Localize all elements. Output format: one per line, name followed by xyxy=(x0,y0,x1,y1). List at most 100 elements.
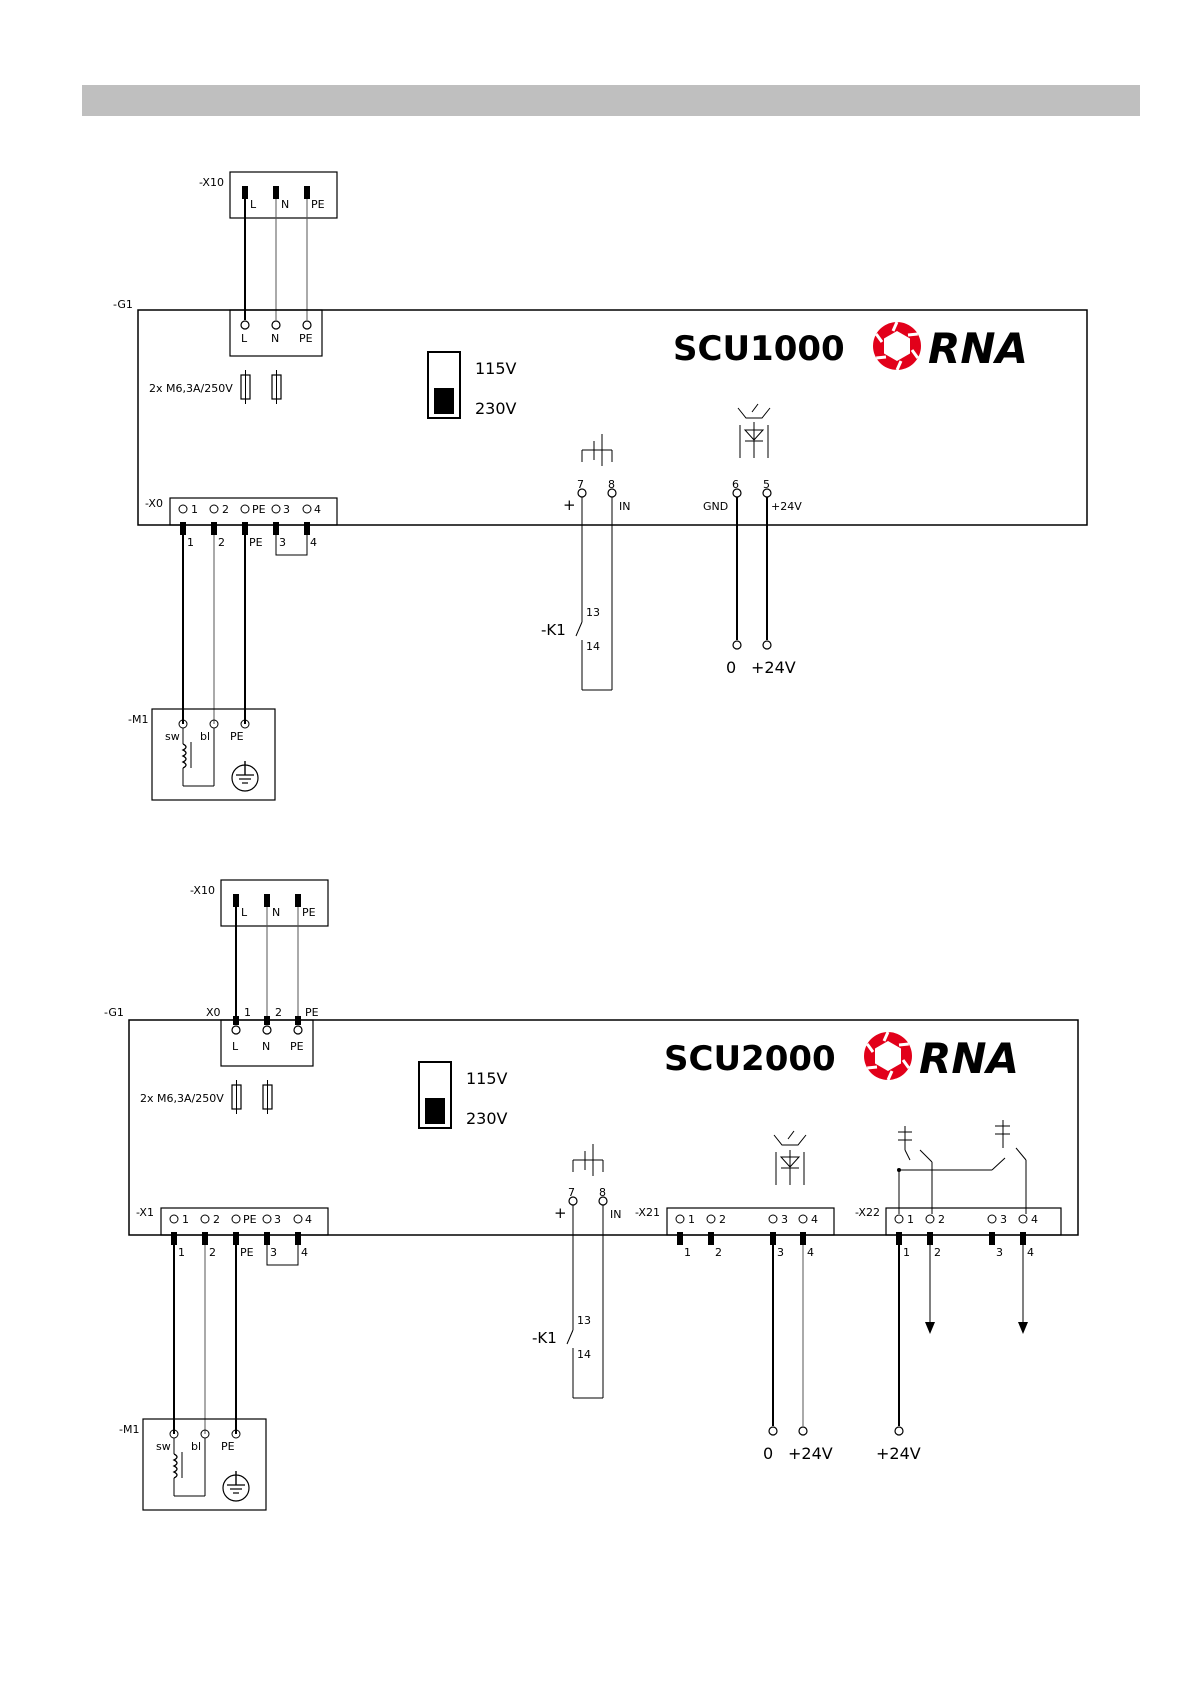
voltage-switch-icon xyxy=(427,351,461,419)
x22-top-2: 2 xyxy=(938,1213,945,1226)
header-band xyxy=(82,85,1140,116)
x1-top-3: 3 xyxy=(274,1213,281,1226)
input-plus-2: + xyxy=(554,1204,567,1222)
x21-top-3: 3 xyxy=(781,1213,788,1226)
output-gnd: GND xyxy=(703,500,728,513)
x1-bot-1: 1 xyxy=(178,1246,185,1259)
x0-bot-pe: PE xyxy=(249,536,263,549)
m1-pe: PE xyxy=(230,730,244,743)
x1-top-2: 2 xyxy=(213,1213,220,1226)
contact-icon xyxy=(572,1144,604,1176)
x21-tag: -X21 xyxy=(635,1206,660,1219)
model-title: SCU1000 xyxy=(673,329,845,369)
x0-pin-pe: PE xyxy=(305,1006,319,1019)
fuse-label-2: 2x M6,3A/250V xyxy=(140,1092,224,1105)
out-zero-2: 0 xyxy=(763,1444,773,1463)
k1-14: 14 xyxy=(586,640,600,653)
x21-bot-2: 2 xyxy=(715,1246,722,1259)
pin-8: 8 xyxy=(608,478,615,491)
x1-bot-4: 4 xyxy=(301,1246,308,1259)
g1-pin-n: N xyxy=(271,332,279,345)
x10-pin-pe-2: PE xyxy=(302,906,316,919)
x1-tag: -X1 xyxy=(136,1206,154,1219)
x0-top-4: 4 xyxy=(314,503,321,516)
pin-7-2: 7 xyxy=(568,1186,575,1199)
x10-pin-pe: PE xyxy=(311,198,325,211)
x22-bot-4: 4 xyxy=(1027,1246,1034,1259)
g1-pin-l-2: L xyxy=(232,1040,239,1053)
pin-8-2: 8 xyxy=(599,1186,606,1199)
out-zero: 0 xyxy=(726,658,736,677)
x0-pin-2: 2 xyxy=(275,1006,282,1019)
x0-bot-2: 2 xyxy=(218,536,225,549)
g1-tag-2: -G1 xyxy=(104,1006,124,1019)
brand-name-2: RNA xyxy=(919,1034,1019,1083)
x10-pin-l: L xyxy=(250,198,257,211)
g1-pin-pe: PE xyxy=(299,332,313,345)
pin-6: 6 xyxy=(732,478,739,491)
voltage-115: 115V xyxy=(475,359,517,378)
out-24v-2: +24V xyxy=(788,1444,833,1463)
voltage-230-2: 230V xyxy=(466,1109,508,1128)
x0-top-1: 1 xyxy=(191,503,198,516)
out-24v: +24V xyxy=(751,658,796,677)
k1-tag-2: -K1 xyxy=(532,1329,557,1347)
x1-top-4: 4 xyxy=(305,1213,312,1226)
x1-top-pe: PE xyxy=(243,1213,257,1226)
x21-bot-3: 3 xyxy=(777,1246,784,1259)
x21-top-1: 1 xyxy=(688,1213,695,1226)
fuse-icon xyxy=(231,1080,273,1114)
x1-bot-3: 3 xyxy=(270,1246,277,1259)
fuse-icon xyxy=(240,370,282,404)
x1-bot-2: 2 xyxy=(209,1246,216,1259)
x22-bot-2: 2 xyxy=(934,1246,941,1259)
g1-pin-n-2: N xyxy=(262,1040,270,1053)
m1-sw-2: sw xyxy=(156,1440,171,1453)
voltage-switch-icon xyxy=(418,1061,452,1129)
rna-logo-icon xyxy=(871,320,923,372)
x0-pin-1: 1 xyxy=(244,1006,251,1019)
x0-top-2: 2 xyxy=(222,503,229,516)
x0-tag: -X0 xyxy=(145,497,163,510)
x0-tag-2: X0 xyxy=(206,1006,221,1019)
m1-tag-2: -M1 xyxy=(119,1423,139,1436)
k1-14-2: 14 xyxy=(577,1348,591,1361)
g1-tag: -G1 xyxy=(113,298,133,311)
x10-pin-n-2: N xyxy=(272,906,280,919)
x10-tag: -X10 xyxy=(199,176,224,189)
x0-top-3: 3 xyxy=(283,503,290,516)
out-24v-3: +24V xyxy=(876,1444,921,1463)
x22-bot-1: 1 xyxy=(903,1246,910,1259)
input-plus: + xyxy=(563,496,576,514)
optocoupler-icon xyxy=(773,1130,807,1185)
g1-pin-pe-2: PE xyxy=(290,1040,304,1053)
m1-bl-2: bl xyxy=(191,1440,201,1453)
m1-pe-2: PE xyxy=(221,1440,235,1453)
motor-coil-icon xyxy=(182,728,215,787)
input-in: IN xyxy=(619,500,630,513)
g1-pin-l: L xyxy=(241,332,248,345)
x10-pin-l-2: L xyxy=(241,906,248,919)
input-in-2: IN xyxy=(610,1208,621,1221)
x0-top-pe: PE xyxy=(252,503,266,516)
x22-top-3: 3 xyxy=(1000,1213,1007,1226)
x21-top-2: 2 xyxy=(719,1213,726,1226)
diagram-scu2000: -X10 L N PE -G1 X0 1 2 PE L N xyxy=(104,879,1079,1511)
x10-pin-n: N xyxy=(281,198,289,211)
motor-coil-icon xyxy=(173,1438,206,1497)
brand-name: RNA xyxy=(928,324,1028,373)
x21-top-4: 4 xyxy=(811,1213,818,1226)
x0-bot-4: 4 xyxy=(310,536,317,549)
x0-top-pins: 1 2 PE 3 4 xyxy=(178,503,321,516)
model-title-2: SCU2000 xyxy=(664,1039,836,1079)
optocoupler-icon xyxy=(897,1120,1027,1214)
x1-top-1: 1 xyxy=(182,1213,189,1226)
voltage-115-2: 115V xyxy=(466,1069,508,1088)
earth-ground-icon xyxy=(231,760,259,792)
x10-tag-2: -X10 xyxy=(190,884,215,897)
m1-sw: sw xyxy=(165,730,180,743)
earth-ground-icon xyxy=(222,1470,250,1502)
x22-top-4: 4 xyxy=(1031,1213,1038,1226)
